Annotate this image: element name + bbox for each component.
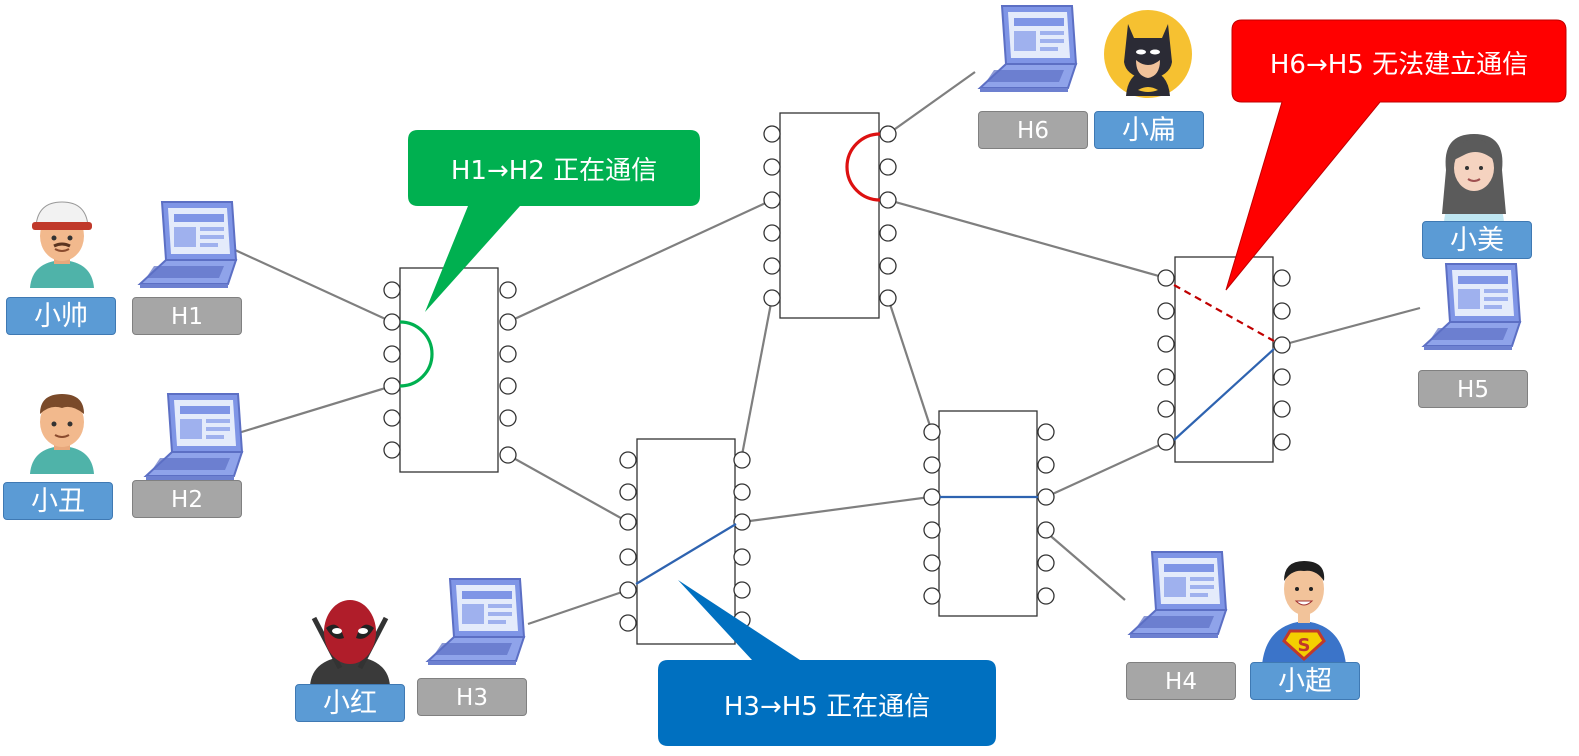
person-avatar-icon	[29, 201, 95, 289]
switch-1	[383, 267, 517, 473]
laptop-icon	[139, 201, 237, 289]
laptop-icon	[1129, 551, 1227, 639]
batman-avatar-icon	[1104, 10, 1192, 98]
host-label-h4: H4	[1126, 662, 1236, 700]
link-s4-s5	[1045, 441, 1167, 498]
laptop-icon	[979, 5, 1077, 93]
deadpool-avatar-icon	[310, 600, 390, 686]
switch-4	[923, 410, 1055, 617]
svg-text:S: S	[1298, 635, 1311, 656]
person-avatar-icon	[29, 393, 95, 475]
laptop-icon	[1423, 263, 1521, 351]
link-s2-s4	[886, 297, 934, 433]
host-label-h3: H3	[417, 678, 527, 716]
user-label-xiaoshuai: 小帅	[6, 297, 116, 335]
switch-2	[763, 112, 897, 319]
host-label-h5: H5	[1418, 370, 1528, 408]
user-label-xiaomei: 小美	[1422, 221, 1532, 259]
host-label-h6: H6	[978, 111, 1088, 149]
path-s5-blue	[1173, 348, 1275, 441]
path-s3-blue	[635, 523, 737, 585]
host-label-h2: H2	[132, 480, 242, 518]
link-s2-s3	[740, 297, 774, 456]
link-h6-s2	[887, 71, 976, 135]
link-h3-s3	[527, 588, 629, 626]
laptop-icon	[427, 578, 525, 666]
link-s1-s2	[507, 199, 773, 323]
person-avatar-icon	[1442, 134, 1506, 222]
path-h6-red	[845, 132, 881, 202]
callout-h6-h5	[1225, 19, 1567, 291]
callout-text-h1-h2: H1→H2 正在通信	[450, 156, 658, 186]
link-s5-h5	[1281, 306, 1421, 347]
switch-3	[619, 438, 751, 645]
host-label-h1: H1	[132, 297, 242, 335]
superman-avatar-icon: S	[1262, 561, 1346, 665]
switch-5	[1157, 256, 1291, 463]
link-h1-s1	[234, 249, 393, 323]
links	[234, 71, 1421, 626]
callout-text-h3-h5: H3→H5 正在通信	[723, 692, 931, 722]
laptop-icon	[145, 393, 243, 481]
callout-text-h6-h5: H6→H5 无法建立通信	[1269, 50, 1529, 80]
callout-h3-h5	[658, 580, 996, 746]
user-label-xiaochao: 小超	[1250, 662, 1360, 700]
user-label-xiaobian: 小扁	[1094, 111, 1204, 149]
path-h1-h2-green	[399, 320, 434, 388]
user-label-xiaochou: 小丑	[3, 482, 113, 520]
callout-h1-h2	[408, 130, 700, 312]
link-h2-s1	[234, 384, 393, 436]
link-s4-h4	[1045, 531, 1126, 601]
link-s2-s5	[887, 198, 1167, 280]
user-label-xiaohong: 小红	[295, 684, 405, 722]
link-s1-s3	[507, 454, 629, 523]
link-s3-s4	[741, 495, 931, 524]
